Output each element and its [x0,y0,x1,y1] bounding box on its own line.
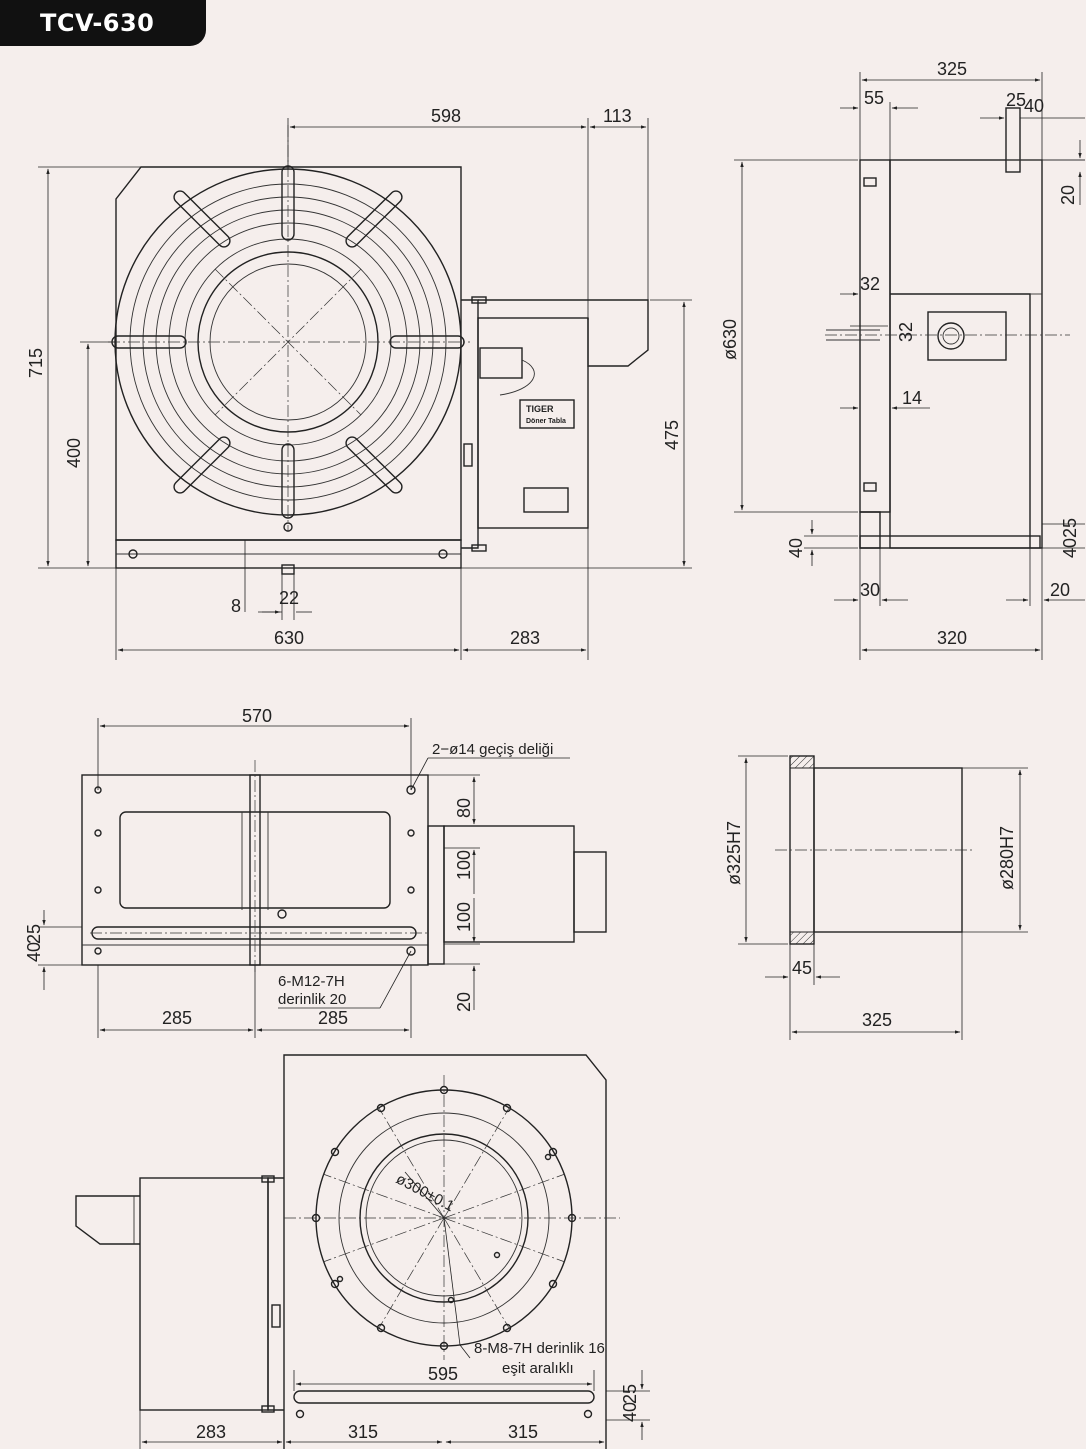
bottom-dim-315a: 315 [348,1422,378,1442]
side-dim-30: 30 [860,580,880,600]
spigot-dim-280h7: ø280H7 [997,826,1017,890]
side-dim-20-bottom: 20 [1050,580,1070,600]
bottom-dim-25: 25 [620,1384,640,1404]
bottom-dim-283: 283 [196,1422,226,1442]
dim-22: 22 [279,588,299,608]
side-dim-14: 14 [902,388,922,408]
top-dim-80: 80 [454,798,474,818]
bottom-dim-595: 595 [428,1364,458,1384]
dim-400: 400 [64,438,84,468]
dim-598: 598 [431,106,461,126]
dim-475: 475 [662,420,682,450]
bottom-dim-40: 40 [620,1402,640,1422]
top-dim-285b: 285 [318,1008,348,1028]
bottom-dim-315b: 315 [508,1422,538,1442]
front-view: TIGER Döner Tabla 598 113 715 [26,106,692,660]
top-dim-20: 20 [454,992,474,1012]
top-view: 570 2−ø14 geçiş deliği 80 100 100 20 40 … [24,706,607,1038]
t-slots [111,165,465,519]
side-dim-32b: 32 [896,322,916,342]
top-dim-40: 40 [24,942,44,962]
dim-715: 715 [26,348,46,378]
brand-subtitle: Döner Tabla [526,418,566,425]
note-tapped-2: derinlik 20 [278,991,346,1008]
top-dim-100a: 100 [454,850,474,880]
spigot-dim-45: 45 [792,958,812,978]
brand-name: TIGER [526,404,554,414]
note-through-holes: 2−ø14 geçiş deliği [432,741,553,758]
top-dim-100b: 100 [454,902,474,932]
side-dim-55: 55 [864,88,884,108]
note-tapped-1: 6-M12-7H [278,973,345,990]
top-dim-570: 570 [242,706,272,726]
side-dim-320: 320 [937,628,967,648]
top-dim-285a: 285 [162,1008,192,1028]
side-dim-32a: 32 [860,274,880,294]
bottom-view: ø300±0.1 8-M8-7H derinlik 16 eşit aralık… [75,1054,650,1449]
bottom-dim-300: ø300±0.1 [393,1171,457,1216]
side-dim-diameter: ø630 [720,319,740,360]
side-view: 325 55 25 40 20 ø630 32 32 14 40 40 25 3… [720,59,1085,660]
side-dim-25-right: 25 [1060,518,1080,538]
top-dim-25: 25 [24,924,44,944]
dim-630: 630 [274,628,304,648]
side-dim-20: 20 [1058,185,1078,205]
note-bottom-tapped-1: 8-M8-7H derinlik 16 [474,1340,605,1357]
dim-283: 283 [510,628,540,648]
dim-113: 113 [603,106,632,126]
side-dim-40: 40 [1024,96,1044,116]
spigot-dim-325: 325 [862,1010,892,1030]
side-dim-325: 325 [937,59,967,79]
model-badge: TCV-630 [0,0,206,46]
side-dim-40-base: 40 [786,538,806,558]
note-bottom-tapped-2: eşit aralıklı [502,1360,574,1377]
dim-8: 8 [231,596,241,616]
side-dim-40-right: 40 [1060,538,1080,558]
model-title: TCV-630 [40,9,155,37]
spigot-view: ø325H7 ø280H7 45 325 [724,755,1028,1040]
spigot-dim-325h7: ø325H7 [724,821,744,885]
bolt-radials [322,1107,566,1329]
side-dim-25: 25 [1006,90,1026,110]
